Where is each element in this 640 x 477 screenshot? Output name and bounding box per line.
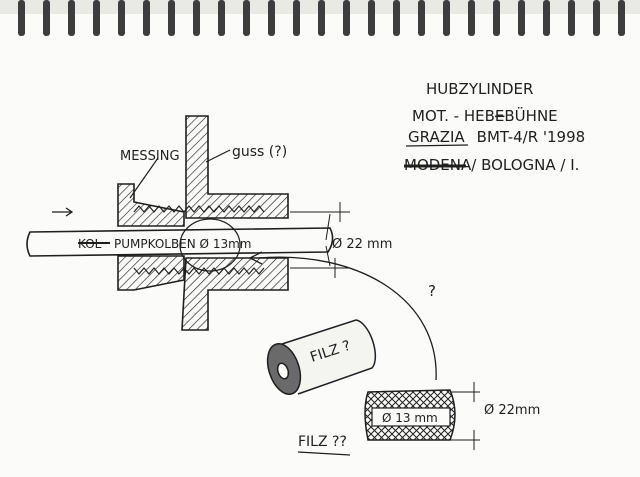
note-line-4: MODENA/ BOLOGNA / I. <box>404 156 579 174</box>
spiral-ring <box>93 0 100 36</box>
spiral-ring <box>343 0 350 36</box>
part-labels: MESSING guss (?) KOL PUMPKOLBEN Ø 13mm Ø… <box>78 144 540 450</box>
flow-arrow <box>52 207 74 217</box>
filz-underline <box>297 451 351 456</box>
link-curve <box>257 256 437 381</box>
cylinder-cross-section <box>26 115 437 381</box>
bore-circle <box>179 218 241 272</box>
spiral-ring <box>43 0 50 36</box>
spiral-ring <box>393 0 400 36</box>
note-line-1: HUBZYLINDER <box>426 80 533 98</box>
spiral-ring <box>418 0 425 36</box>
label-filz-bottom: FILZ ?? <box>298 434 347 450</box>
spiral-ring <box>218 0 225 36</box>
spiral-ring <box>143 0 150 36</box>
spiral-ring <box>193 0 200 36</box>
spiral-ring <box>368 0 375 36</box>
dim-line-top <box>290 202 350 222</box>
felt-ring-section <box>364 382 480 450</box>
spiral-ring <box>18 0 25 36</box>
label-outer-dia: Ø 22 mm <box>332 237 392 252</box>
spiral-rings <box>18 0 625 36</box>
spiral-ring <box>493 0 500 36</box>
thread-bottom <box>133 267 265 275</box>
spiral-ring <box>518 0 525 36</box>
spiral-ring <box>243 0 250 36</box>
grazia-underline <box>405 144 469 147</box>
spiral-ring <box>543 0 550 36</box>
note-line-2: MOT. - HEBEBÜHNE <box>412 106 558 125</box>
guss-leader <box>205 149 231 163</box>
spiral-ring <box>593 0 600 36</box>
spiral-ring <box>318 0 325 36</box>
felt-cylinder <box>266 319 377 395</box>
label-ring-outer: Ø 22mm <box>484 403 540 418</box>
messing-leader <box>129 157 159 199</box>
housing-upper <box>185 115 289 219</box>
label-piston: PUMPKOLBEN Ø 13mm <box>114 237 251 251</box>
label-messing: MESSING <box>120 149 180 164</box>
label-guss: guss (?) <box>232 144 287 160</box>
spiral-ring <box>618 0 625 36</box>
link-arrowhead <box>249 251 263 265</box>
spiral-ring <box>168 0 175 36</box>
spiral-ring <box>443 0 450 36</box>
brass-nut-lower <box>117 255 185 291</box>
spiral-ring <box>118 0 125 36</box>
dim-line-bottom <box>290 258 350 278</box>
housing-lower <box>181 257 289 331</box>
spiral-ring <box>568 0 575 36</box>
brass-nut-upper <box>117 183 185 227</box>
label-question: ? <box>428 282 436 300</box>
label-ring-inner: Ø 13 mm <box>382 411 438 425</box>
thread-top <box>133 205 265 213</box>
label-piston-struck: KOL <box>78 237 102 251</box>
spiral-ring <box>468 0 475 36</box>
spiral-ring <box>68 0 75 36</box>
spiral-ring <box>293 0 300 36</box>
spiral-ring <box>268 0 275 36</box>
